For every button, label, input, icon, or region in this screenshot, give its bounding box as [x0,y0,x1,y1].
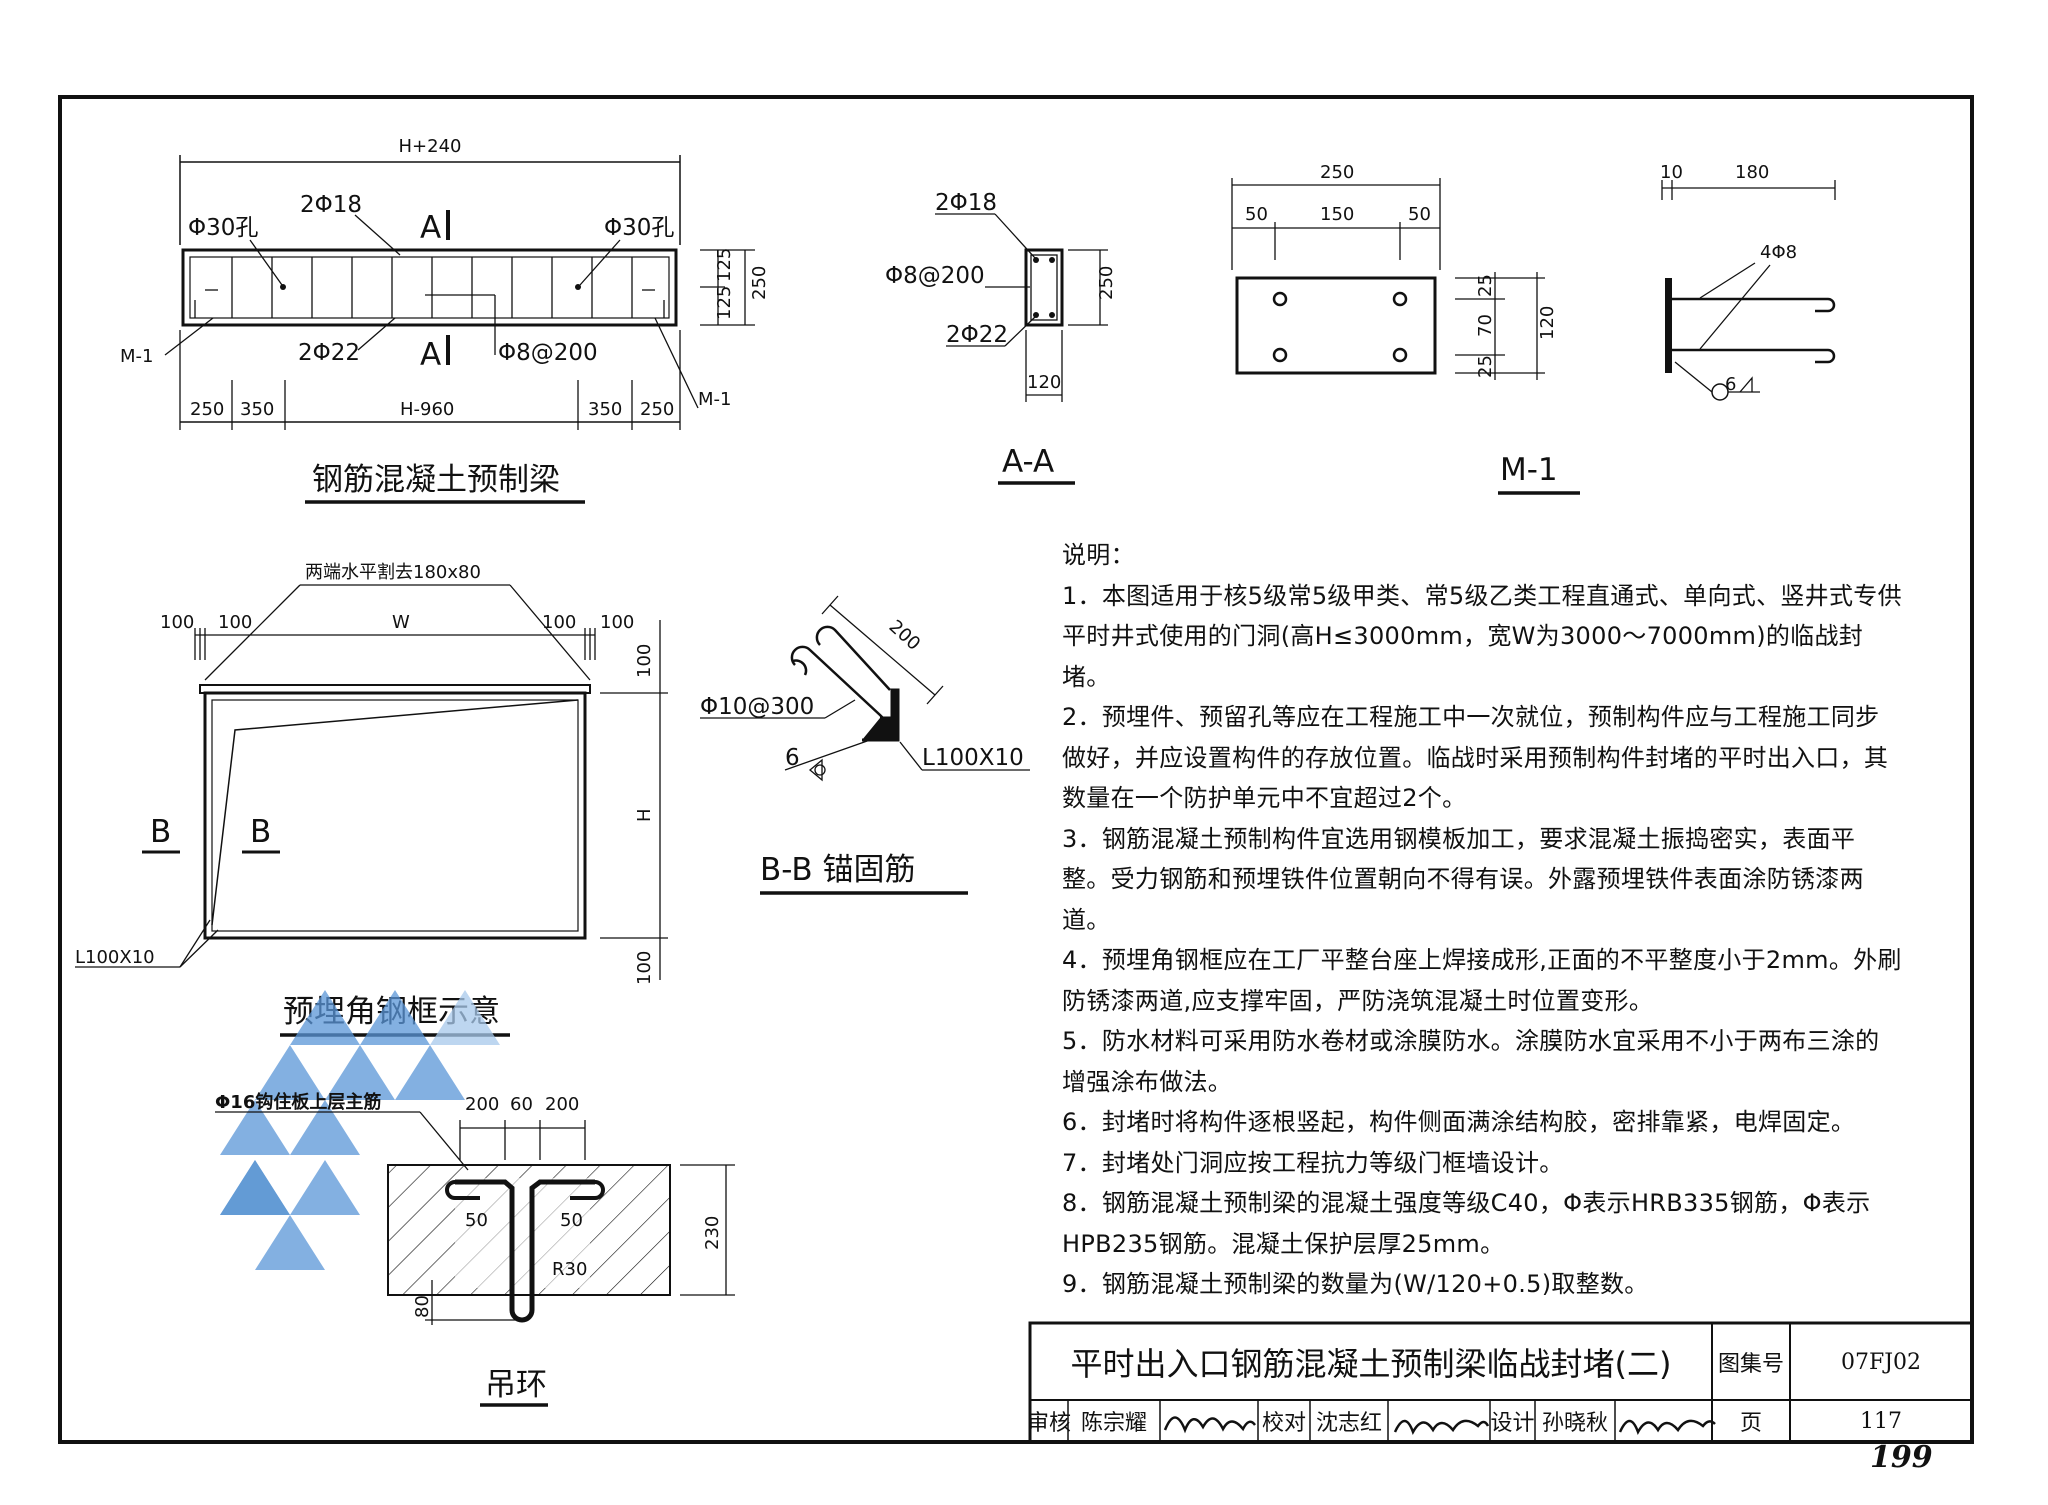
aa-rebar-bottom: 2Φ22 [946,322,1008,348]
beam-section-mark-top: A [420,210,441,246]
note-item-1: 1．本图适用于核5级常5级甲类、常5级乙类工程直通式、单向式、竖井式专供平时井式… [1062,581,1902,691]
signatures [1163,1416,1716,1436]
frame-dim-top-3: W [392,612,410,633]
aa-stirrup: Φ8@200 [885,263,985,289]
beam-dim-bottom-1: 250 [190,399,224,420]
beam-rebar-bottom: 2Φ22 [298,340,360,366]
frame-cut-note: 两端水平割去180x80 [305,562,481,583]
m1-drawing: 250 50 150 50 25 70 25 120 10 180 4Φ8 [1231,162,1836,495]
hanger-dim-top-3: 200 [545,1094,579,1115]
hanger-radius: R30 [552,1259,587,1280]
bb-weld: 6 [785,745,800,771]
beam-rebar-top: 2Φ18 [300,192,362,218]
m1-dim-sub-2: 150 [1320,204,1354,225]
beam-dim-top: H+240 [399,136,462,157]
hanger-note: Φ16钩住板上层主筋 [215,1091,381,1113]
m1-weld: 6 [1725,374,1736,395]
aa-caption: A-A [1002,444,1054,480]
m1-side-dim-1: 10 [1660,162,1683,183]
beam-dim-bottom-2: 350 [240,399,274,420]
check-label: 校对 [1261,1411,1306,1436]
hanger-caption: 吊环 [485,1367,547,1403]
frame-angle: L100X10 [75,947,155,968]
note-item-6: 6．封堵时将构件逐根竖起，构件侧面满涂结构胶，密排靠紧，电焊固定。 [1062,1108,1856,1136]
bb-dim: 200 [885,616,925,655]
m1-side-dim-2: 180 [1735,162,1769,183]
note-item-9: 9．钢筋混凝土预制梁的数量为(W/120+0.5)取整数。 [1062,1270,1649,1298]
hanger-dim-right: 230 [702,1216,723,1250]
page-label: 页 [1739,1411,1762,1436]
aa-rebar-top: 2Φ18 [935,190,997,216]
beam-plate-left: M-1 [120,346,153,367]
frame-dim-top-5: 100 [600,612,634,633]
m1-dim-right-3: 25 [1475,355,1496,378]
atlas-label: 图集号 [1717,1352,1784,1377]
drawing-title: 平时出入口钢筋混凝土预制梁临战封堵(二) [1070,1345,1672,1383]
m1-dim-sub-1: 50 [1245,204,1268,225]
beam-dim-right-1: 125 [714,248,735,282]
beam-dim-right-3: 250 [749,266,770,300]
design-label: 设计 [1490,1411,1535,1436]
beam-plate-right: M-1 [698,389,731,410]
review-label: 审核 [1027,1411,1072,1436]
hanger-dim-top-1: 200 [465,1094,499,1115]
beam-hole-left: Φ30孔 [188,215,258,241]
frame-dim-right-3: 100 [634,951,655,985]
beam-caption: 钢筋混凝土预制梁 [312,462,560,498]
hanger-dim-bottom: 80 [412,1295,433,1318]
title-block-grid [1028,1321,1974,1444]
hanger-dim-50a: 50 [465,1210,488,1231]
note-item-8: 8．钢筋混凝土预制梁的混凝土强度等级C40，Φ表示HRB335钢筋，Φ表示HPB… [1062,1189,1871,1258]
beam-dim-bottom-5: 250 [640,399,674,420]
m1-dim-sub-3: 50 [1408,204,1431,225]
watermark-logo [220,990,500,1270]
designer-name: 孙晓秋 [1541,1411,1608,1436]
beam-section-mark-bottom: A [420,337,441,373]
checker-name: 沈志红 [1315,1411,1382,1436]
beam-hole-right: Φ30孔 [604,215,674,241]
note-item-3: 3．钢筋混凝土预制构件宜选用钢模板加工，要求混凝土振捣密实，表面平整。受力钢筋和… [1062,824,1864,934]
note-item-2: 2．预埋件、预留孔等应在工程施工中一次就位，预制构件应与工程施工同步做好，并应设… [1062,703,1889,812]
m1-dim-right-total: 120 [1537,306,1558,340]
hanger-dim-top-2: 60 [510,1094,533,1115]
beam-dim-right-2: 125 [714,286,735,320]
beam-drawing: H+240 A A 2Φ18 Φ30孔 Φ30孔 2Φ22 Φ8@200 [120,136,770,504]
section-aa-drawing: 2Φ18 Φ8@200 2Φ22 250 120 A-A [885,190,1117,485]
beam-dim-bottom-4: 350 [588,399,622,420]
frame-dim-top-2: 100 [218,612,252,633]
sheet-border [58,95,1974,1444]
m1-anchor: 4Φ8 [1760,242,1797,263]
note-item-4: 4．预埋角钢框应在工厂平整台座上焊接成形,正面的不平整度小于2mm。外刷防锈漆两… [1062,946,1902,1015]
frame-dim-top-4: 100 [542,612,576,633]
beam-stirrup: Φ8@200 [498,340,598,366]
m1-dim-right-2: 70 [1475,314,1496,337]
bb-rebar: Φ10@300 [700,694,814,720]
frame-dim-right-2: H [634,808,655,822]
sheet-page-number: 199 [1870,1440,1933,1475]
m1-caption: M-1 [1500,452,1558,488]
frame-section-mark-left: B [150,814,171,850]
frame-drawing: 两端水平割去180x80 100 100 W 100 100 100 H 100… [75,562,668,1037]
beam-dim-bottom-3: H-960 [400,399,454,420]
hanger-drawing: Φ16钩住板上层主筋 200 60 200 50 50 R30 230 80 [215,1091,735,1407]
notes-block: 说明： 1．本图适用于核5级常5级甲类、常5级乙类工程直通式、单向式、竖井式专供… [1062,535,1902,1305]
bb-caption: B-B 锚固筋 [760,852,915,888]
frame-dim-right-1: 100 [634,644,655,678]
aa-width: 120 [1027,372,1061,393]
bb-angle: L100X10 [922,745,1024,771]
frame-dim-top-1: 100 [160,612,194,633]
section-bb-drawing: 200 Φ10@300 6 L100X10 B-B 锚固筋 [700,595,1030,895]
note-item-7: 7．封堵处门洞应按工程抗力等级门框墙设计。 [1062,1148,1564,1177]
frame-section-mark-right: B [250,814,271,850]
aa-height: 250 [1096,266,1117,300]
m1-dim-top: 250 [1320,162,1354,183]
hanger-dim-50b: 50 [560,1210,583,1231]
atlas-number: 07FJ02 [1840,1349,1922,1375]
page-number: 117 [1860,1408,1902,1434]
reviewer-name: 陈宗耀 [1080,1411,1147,1436]
notes-heading: 说明： [1062,541,1135,569]
note-item-5: 5．防水材料可采用防水卷材或涂膜防水。涂膜防水宜采用不小于两布三涂的增强涂布做法… [1062,1027,1880,1096]
m1-dim-right-1: 25 [1475,274,1496,297]
